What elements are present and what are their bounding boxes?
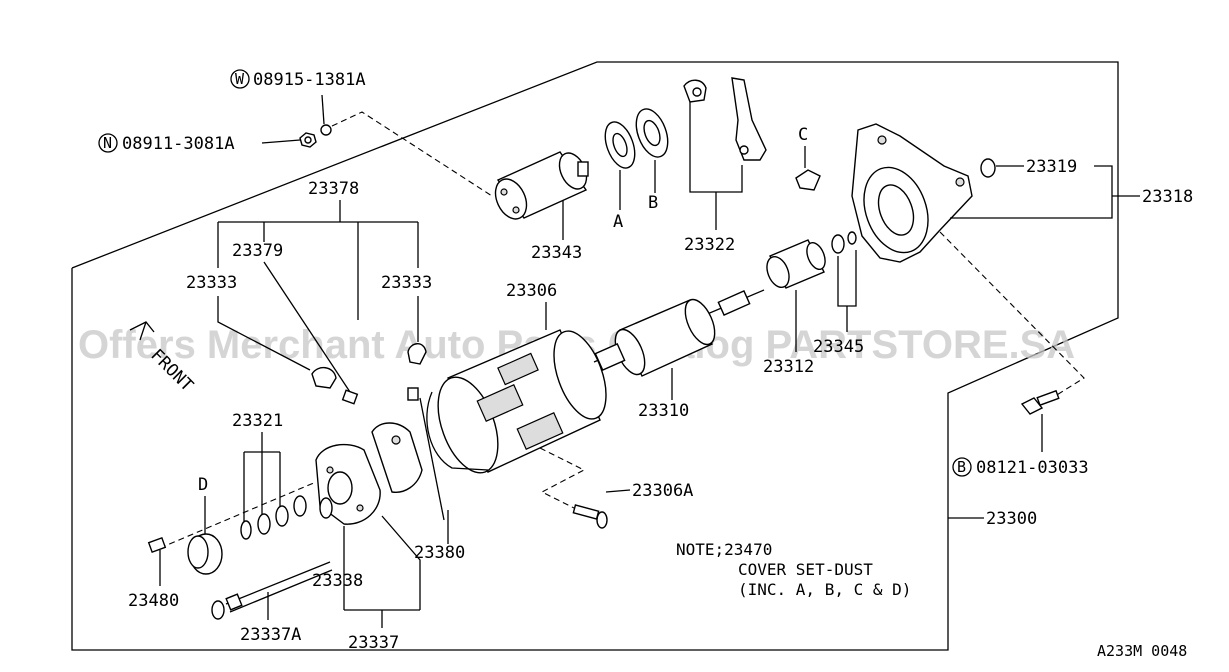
pinion-23312 xyxy=(766,239,826,289)
lever-set-23322 xyxy=(683,77,767,161)
bolt-08121 xyxy=(1020,389,1060,415)
dust-cap-c xyxy=(795,169,821,191)
label-08121-03033: 08121-03033 xyxy=(976,458,1089,478)
label-23310: 23310 xyxy=(638,401,689,421)
housing-23318 xyxy=(851,123,973,263)
label-23322: 23322 xyxy=(684,235,735,255)
label-23380: 23380 xyxy=(414,543,465,563)
label-C: C xyxy=(798,125,808,145)
nut-08911 xyxy=(261,132,317,148)
label-23319: 23319 xyxy=(1026,157,1077,177)
label-D: D xyxy=(198,475,208,495)
dash-fastener-solenoid xyxy=(331,111,493,197)
washer-08915 xyxy=(320,94,332,136)
gasket-b xyxy=(635,108,669,158)
label-23378: 23378 xyxy=(308,179,359,199)
label-23300: 23300 xyxy=(986,509,1037,529)
label-23343: 23343 xyxy=(531,243,582,263)
label-23338: 23338 xyxy=(312,571,363,591)
brush-holder-plate xyxy=(371,422,423,493)
through-bolt-23337A xyxy=(211,561,333,620)
label-23318: 23318 xyxy=(1142,187,1193,207)
plug-23338 xyxy=(293,495,333,519)
label-A: A xyxy=(613,212,623,232)
label-23345: 23345 xyxy=(813,337,864,357)
label-23321: 23321 xyxy=(232,411,283,431)
label-23480: 23480 xyxy=(128,591,179,611)
note-line-1: NOTE;23470 xyxy=(676,540,772,559)
label-23337: 23337 xyxy=(348,633,399,653)
b-circle-icon: B xyxy=(952,457,972,477)
svg-text:N: N xyxy=(103,134,112,152)
brush-23333 xyxy=(407,343,427,401)
yoke-23306 xyxy=(426,329,607,474)
screw-23480 xyxy=(147,537,167,553)
label-23333-right: 23333 xyxy=(381,273,432,293)
label-08911-3081A: 08911-3081A xyxy=(122,134,235,154)
dash-housing-bolt xyxy=(939,231,1085,399)
note-line-3: (INC. A, B, C & D) xyxy=(738,580,911,599)
dash-shaft-axis xyxy=(159,481,317,549)
through-bolt-23306A xyxy=(572,504,608,529)
label-23337A: 23337A xyxy=(240,625,301,645)
note-line-2: COVER SET-DUST xyxy=(738,560,873,579)
n-circle-icon: N xyxy=(98,133,118,153)
label-23333-left: 23333 xyxy=(186,273,237,293)
shim-washers-23321 xyxy=(240,505,289,540)
label-23312: 23312 xyxy=(763,357,814,377)
assembly-boundary xyxy=(71,61,1119,651)
front-arrow-icon xyxy=(129,321,155,341)
brush-holder-23379 xyxy=(311,367,359,405)
label-23379: 23379 xyxy=(232,241,283,261)
label-B: B xyxy=(648,193,658,213)
gasket-a xyxy=(604,121,636,169)
dash-yoke-bolt xyxy=(539,447,586,513)
label-08915-1381A: 08915-1381A xyxy=(253,70,366,90)
svg-text:B: B xyxy=(957,458,966,476)
dust-cap-d xyxy=(187,533,223,575)
w-circle-icon: W xyxy=(230,69,250,89)
stop-ring-23345 xyxy=(831,231,857,254)
figure-code: A233M 0048 xyxy=(1097,642,1187,660)
bushing-23319 xyxy=(980,158,996,178)
solenoid-23343 xyxy=(494,151,589,220)
label-23306: 23306 xyxy=(506,281,557,301)
label-23306A: 23306A xyxy=(632,481,693,501)
svg-text:W: W xyxy=(235,70,245,88)
armature-23310 xyxy=(593,289,765,377)
